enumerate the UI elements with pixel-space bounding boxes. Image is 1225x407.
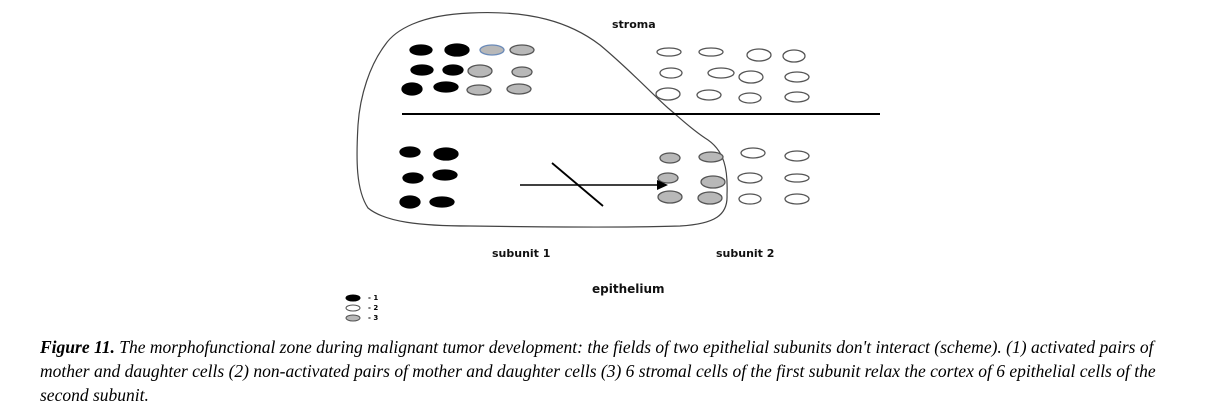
legend-marker-black-filled	[345, 294, 361, 302]
stromal-cell	[506, 83, 532, 95]
non-activated-cell	[784, 71, 810, 83]
non-activated-cell	[784, 193, 810, 205]
diagram	[345, 11, 880, 322]
stromal-cell	[479, 44, 505, 56]
non-activated-cell	[740, 147, 766, 159]
arrowhead-icon	[657, 180, 668, 190]
non-activated-cell	[707, 67, 735, 79]
stromal-cell	[511, 66, 533, 78]
activated-cell	[399, 195, 421, 209]
figure-caption: Figure 11. The morphofunctional zone dur…	[40, 335, 1200, 407]
non-activated-cell	[784, 150, 810, 162]
epithelium-label: epithelium	[592, 282, 665, 296]
stroma-label: stroma	[612, 18, 656, 31]
stromal-cell	[657, 172, 679, 184]
stromal-cell	[659, 152, 681, 164]
activated-cell	[399, 146, 421, 158]
non-activated-cell	[784, 91, 810, 103]
non-activated-cell	[698, 47, 724, 57]
activated-cell	[444, 43, 470, 57]
non-activated-cell	[738, 193, 762, 205]
non-activated-cell	[746, 48, 772, 62]
activated-cell	[402, 172, 424, 184]
non-activated-cell	[655, 87, 681, 101]
stromal-cell	[697, 191, 723, 205]
legend-label-1: - 1	[368, 294, 379, 302]
non-activated-cell	[696, 89, 722, 101]
caption-text: The morphofunctional zone during maligna…	[40, 337, 1156, 405]
legend-marker-gray-filled	[345, 314, 361, 322]
stromal-cell	[466, 84, 492, 96]
activated-cell	[433, 81, 459, 93]
figure-label: Figure 11.	[40, 337, 115, 357]
legend-marker-white-outline	[345, 304, 361, 312]
non-activated-cell	[784, 173, 810, 183]
stromal-cell	[657, 190, 683, 204]
activated-cell	[429, 196, 455, 208]
non-activated-cell	[738, 70, 764, 84]
non-activated-cell	[656, 47, 682, 57]
activated-cell	[432, 169, 458, 181]
activated-cell	[442, 64, 464, 76]
activated-cell	[410, 64, 434, 76]
subunit-1-label: subunit 1	[492, 247, 551, 260]
tumor-zone-outline	[356, 11, 728, 228]
stromal-cell	[698, 151, 724, 163]
stromal-cell	[509, 44, 535, 56]
activated-cell	[433, 147, 459, 161]
stromal-cell	[700, 175, 726, 189]
blocked-interaction-cross	[551, 162, 604, 207]
legend-label-3: - 3	[368, 314, 379, 322]
stromal-cell	[467, 64, 493, 78]
non-activated-cell	[659, 67, 683, 79]
legend-label-2: - 2	[368, 304, 379, 312]
activated-cell	[409, 44, 433, 56]
non-activated-cell	[738, 92, 762, 104]
subunit-2-label: subunit 2	[716, 247, 775, 260]
non-activated-cell	[737, 172, 763, 184]
activated-cell	[401, 82, 423, 96]
non-activated-cell	[782, 49, 806, 63]
